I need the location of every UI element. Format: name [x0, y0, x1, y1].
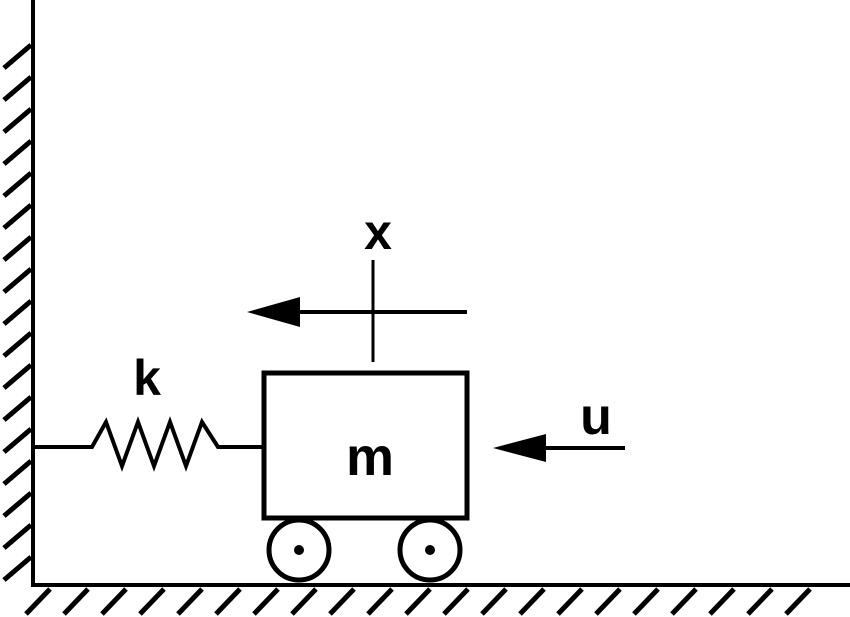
right-wheel [397, 517, 463, 583]
ground-hatching [24, 587, 812, 616]
label-u: u [580, 388, 612, 446]
label-x: x [364, 204, 392, 260]
label-m: m [346, 427, 394, 487]
spring [33, 416, 264, 472]
left-wheel [266, 517, 332, 583]
cart-body [261, 370, 470, 521]
left-wall-hatching [2, 43, 33, 582]
displacement-arrow [247, 297, 467, 327]
input-force-arrow [493, 434, 625, 462]
label-k: k [133, 350, 161, 406]
right-wheel-axle [425, 545, 435, 555]
left-wheel-axle [294, 545, 304, 555]
ground [24, 583, 850, 616]
left-wall [2, 0, 35, 585]
